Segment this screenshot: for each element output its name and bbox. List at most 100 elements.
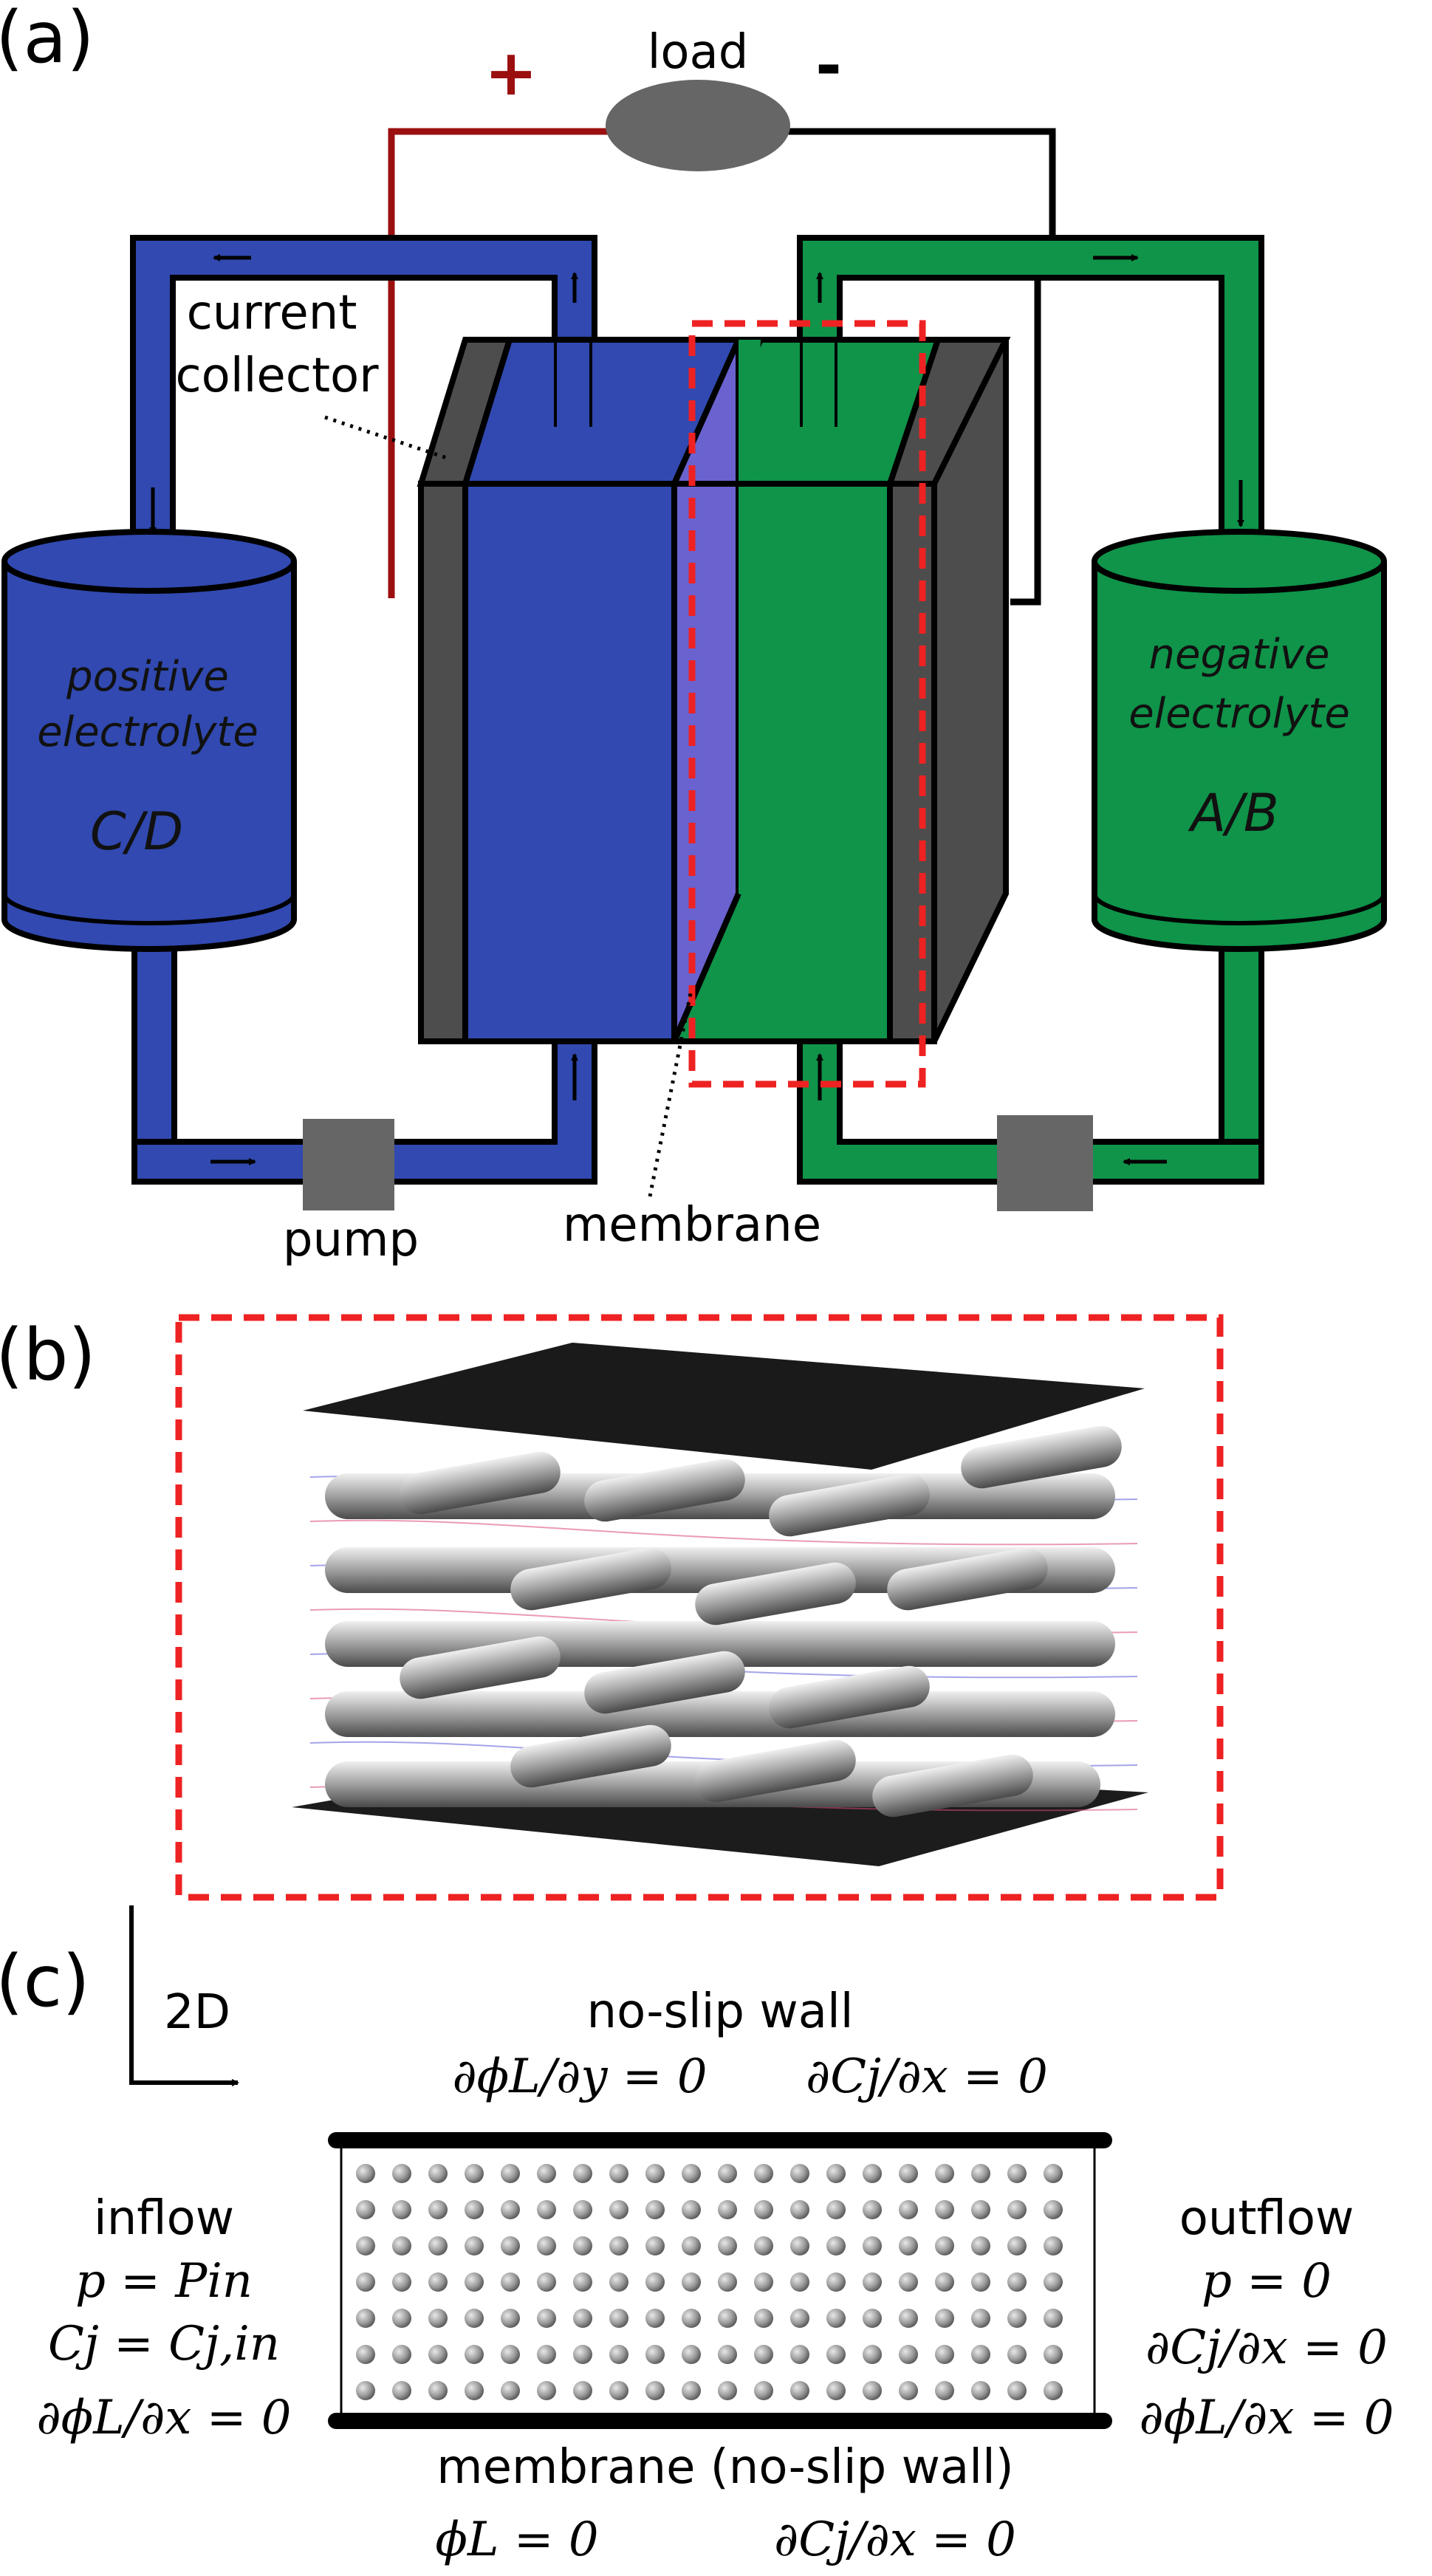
particle (754, 2345, 773, 2364)
particle (645, 2272, 665, 2292)
particle (609, 2309, 628, 2328)
particle (609, 2345, 628, 2364)
particle (899, 2345, 918, 2364)
negative-wire (787, 128, 1056, 236)
particle (428, 2309, 448, 2328)
particle (826, 2164, 846, 2183)
right-pump (997, 1115, 1093, 1211)
particle (428, 2200, 448, 2219)
particle (537, 2272, 556, 2292)
particle (863, 2164, 882, 2183)
pump-label: pump (283, 1213, 419, 1267)
particle (718, 2345, 737, 2364)
bottom-eq-1: ϕL = 0 (435, 2512, 598, 2567)
particle (718, 2164, 737, 2183)
particle (392, 2345, 411, 2364)
particle (826, 2236, 846, 2255)
particle (1044, 2345, 1063, 2364)
selection-box-b (175, 1314, 1224, 1901)
particle (899, 2381, 918, 2400)
left-current-collector (418, 481, 468, 1044)
particle (537, 2200, 556, 2219)
positive-electrolyte-line2: electrolyte (37, 708, 258, 756)
particle (682, 2272, 701, 2292)
particle (645, 2164, 665, 2183)
bottom-title: membrane (no-slip wall) (436, 2440, 1013, 2495)
particle (428, 2164, 448, 2183)
particle (863, 2200, 882, 2219)
particle (501, 2309, 520, 2328)
particle (1044, 2200, 1063, 2219)
particle (935, 2164, 954, 2183)
negative-electrolyte-line1: negative (1149, 631, 1330, 679)
particle (356, 2309, 375, 2328)
top-plate (303, 1343, 1145, 1470)
particle (754, 2236, 773, 2255)
particle (682, 2164, 701, 2183)
particle (609, 2200, 628, 2219)
bottom-eq-2: ∂Cj/∂x = 0 (774, 2512, 1016, 2567)
particle (718, 2309, 737, 2328)
particle (392, 2164, 411, 2183)
particle (428, 2272, 448, 2292)
selection-box-a (688, 320, 926, 1088)
particle (754, 2309, 773, 2328)
particle (1007, 2236, 1027, 2255)
particle (754, 2164, 773, 2183)
top-eq-1: ∂ϕL/∂y = 0 (452, 2049, 707, 2104)
particle (899, 2236, 918, 2255)
particle (356, 2272, 375, 2292)
particle (1007, 2164, 1027, 2183)
particle (645, 2236, 665, 2255)
positive-tank: positive electrolyte C/D (1, 529, 297, 952)
particle (501, 2164, 520, 2183)
particle (899, 2272, 918, 2292)
panel-a-label: (a) (0, 0, 95, 79)
particle (645, 2381, 665, 2400)
particle (863, 2236, 882, 2255)
particle (826, 2309, 846, 2328)
particle (863, 2272, 882, 2292)
particle (501, 2272, 520, 2292)
top-title: no-slip wall (587, 1984, 854, 2039)
particle (682, 2345, 701, 2364)
left-eq-2: Cj = Cj,in (48, 2317, 280, 2371)
particle (863, 2309, 882, 2328)
particle (826, 2272, 846, 2292)
negative-wire-lower (1010, 236, 1041, 606)
particle (826, 2200, 846, 2219)
particle (754, 2200, 773, 2219)
particle (935, 2236, 954, 2255)
particle (392, 2200, 411, 2219)
particle (392, 2309, 411, 2328)
particle (718, 2236, 737, 2255)
particle (645, 2309, 665, 2328)
particle (971, 2309, 990, 2328)
particle (1007, 2272, 1027, 2292)
panel-c: (c) 2D no-slip wall ∂ϕL/∂y = 0 ∂Cj/∂x = … (0, 1905, 1394, 2567)
particle (465, 2309, 484, 2328)
current-collector-label-2: collector (175, 349, 379, 403)
right-eq-3: ∂ϕL/∂x = 0 (1140, 2391, 1394, 2445)
particle (501, 2200, 520, 2219)
cell-stack (417, 337, 1011, 1044)
particle (682, 2200, 701, 2219)
panel-c-label: (c) (0, 1940, 90, 2023)
left-eq-3: ∂ϕL/∂x = 0 (37, 2391, 292, 2445)
particle (428, 2345, 448, 2364)
particle (790, 2164, 809, 2183)
particle (356, 2236, 375, 2255)
particle (428, 2381, 448, 2400)
particle (935, 2200, 954, 2219)
particle (465, 2236, 484, 2255)
particle (465, 2200, 484, 2219)
axis-2d-label: 2D (164, 1985, 230, 2040)
minus-sign: - (815, 29, 842, 103)
particle (754, 2272, 773, 2292)
particle (790, 2200, 809, 2219)
particle (609, 2381, 628, 2400)
particle (754, 2381, 773, 2400)
particle (573, 2236, 592, 2255)
collector-leader (324, 415, 448, 460)
